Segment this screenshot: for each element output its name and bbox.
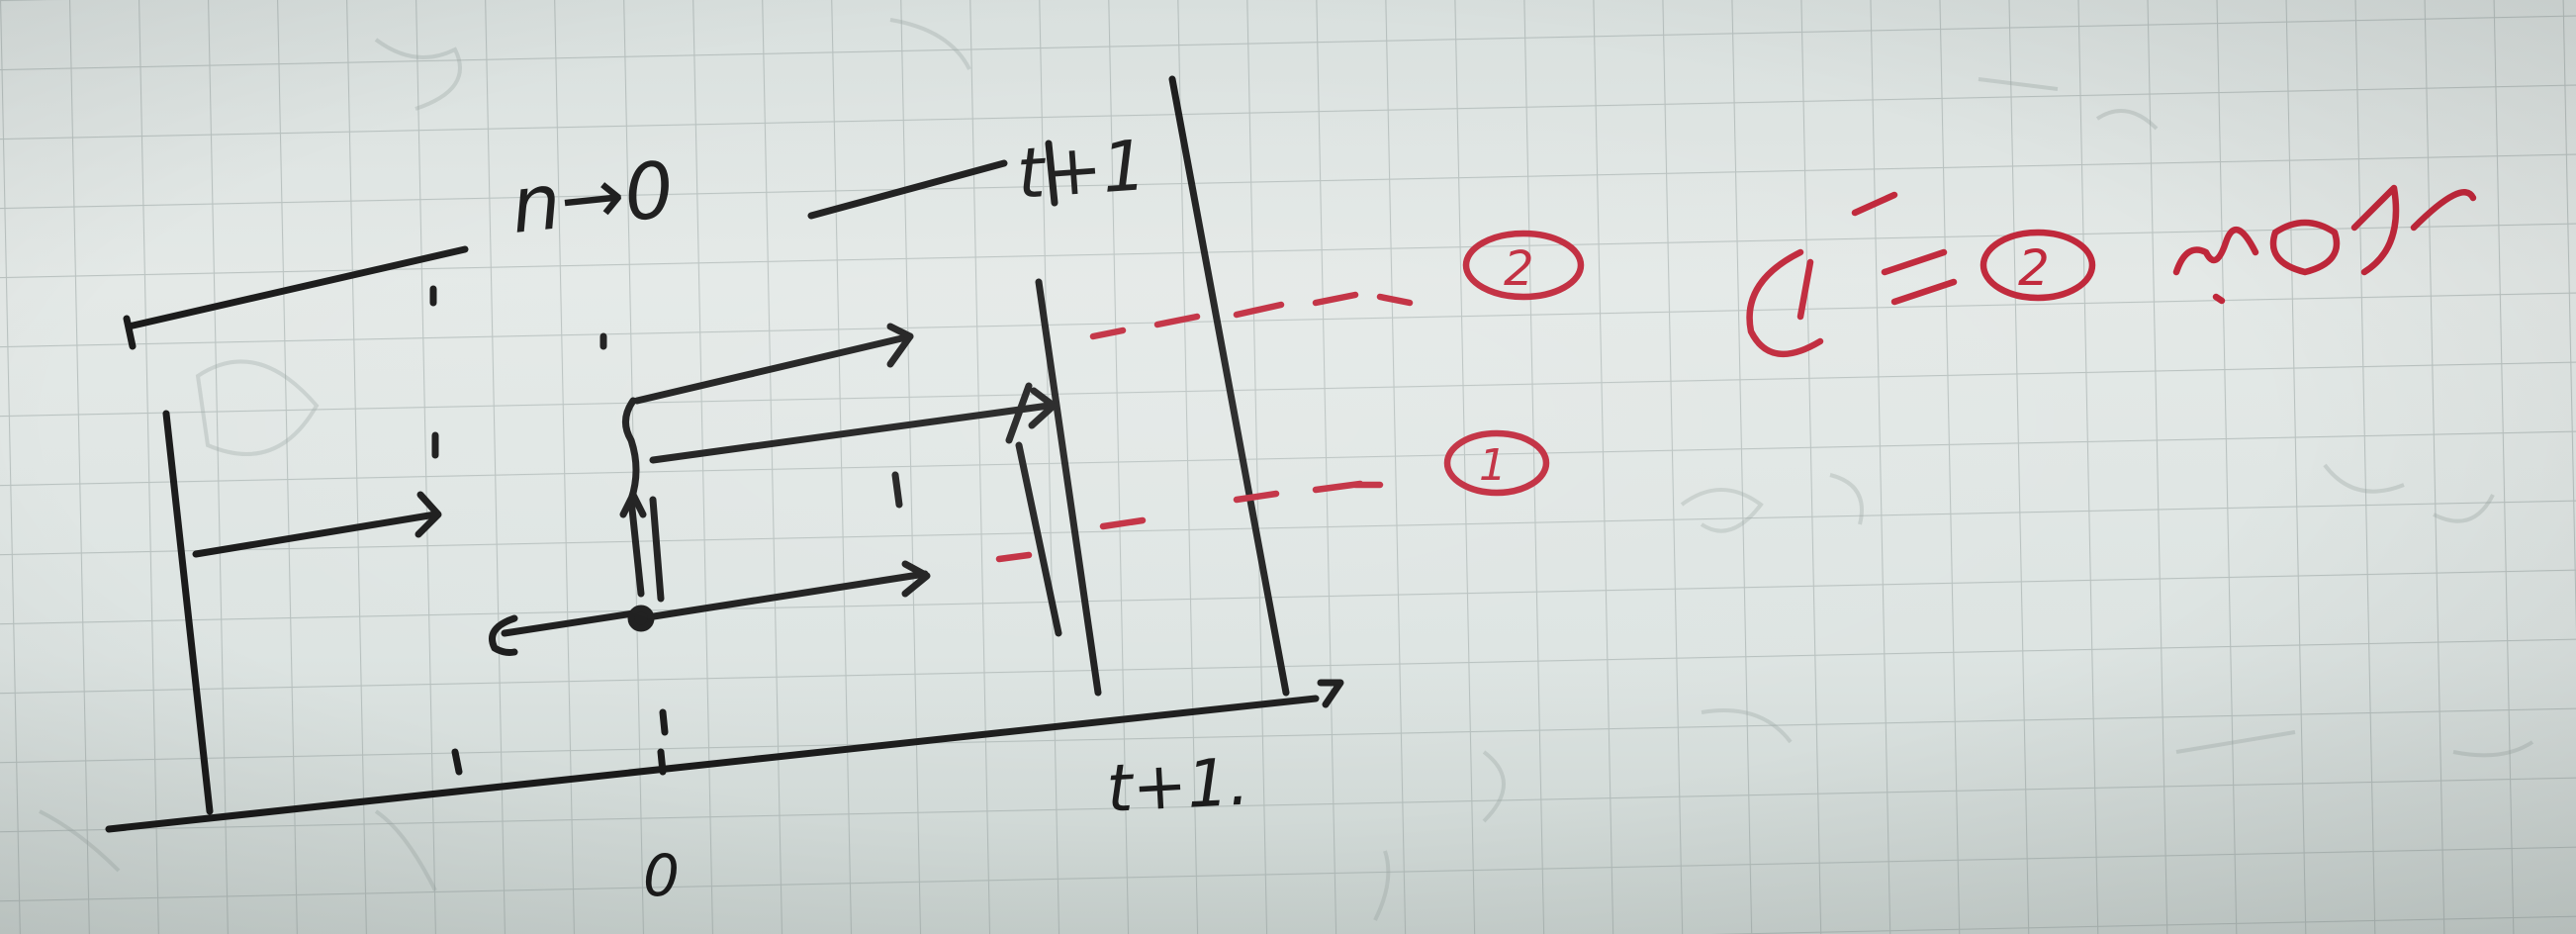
equation-right-circle <box>1979 229 2096 302</box>
circle-1-outline <box>1443 429 1550 497</box>
left-vertical-line <box>162 410 214 815</box>
label-t-plus-1-bottom: t+1. <box>1105 744 1251 827</box>
label-zero: 0 <box>643 842 680 909</box>
label-circle-2: 2 <box>1504 241 1534 297</box>
vertical-line-t-plus-1 <box>1168 75 1290 697</box>
handwritten-labels: n→0 t+1 t+1. 0 2 1 2 mod t 1 <box>507 125 2050 909</box>
label-n-to-0: n→0 <box>507 145 679 251</box>
equation-left-circle <box>1746 248 1824 358</box>
red-ink-annotations <box>995 184 2477 563</box>
baseline-axis <box>105 695 1320 833</box>
circle-2-outline <box>1462 230 1585 301</box>
vertical-line-t <box>1035 278 1102 697</box>
label-t-plus-1-top: t+1 <box>1014 125 1149 215</box>
black-ink-sketch <box>105 75 1344 833</box>
label-circle-1: 1 <box>1479 440 1507 491</box>
label-eq-right: 2 <box>2018 239 2050 297</box>
dashed-guide-2 <box>1089 291 1414 340</box>
dashed-guide-1 <box>995 480 1384 563</box>
bleed-through-marks <box>39 18 2534 921</box>
